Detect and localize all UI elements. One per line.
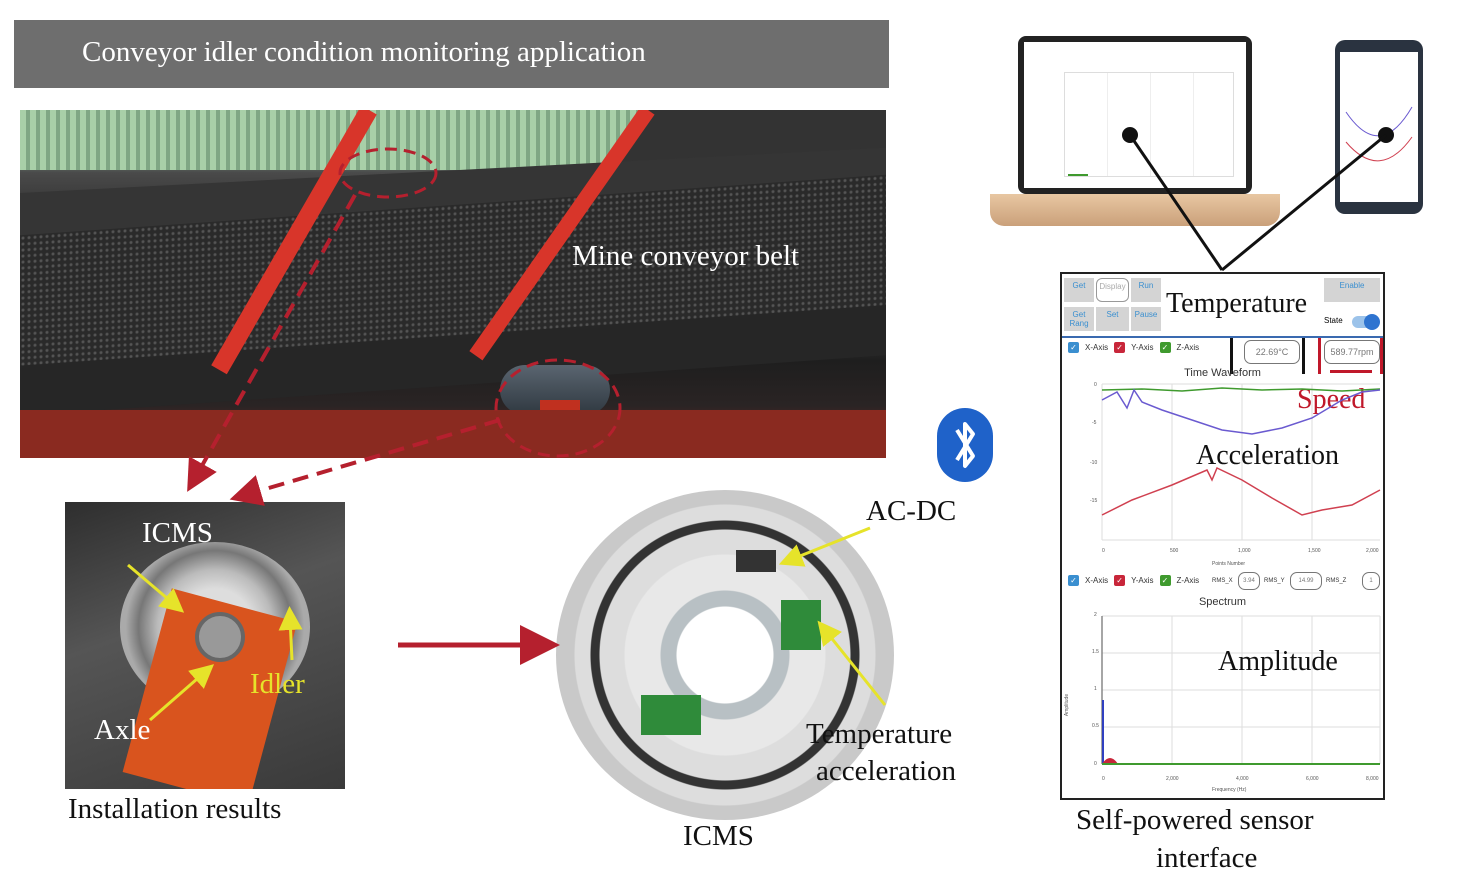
pause-button[interactable]: Pause bbox=[1131, 307, 1161, 331]
set-button[interactable]: Set bbox=[1096, 307, 1129, 331]
state-toggle[interactable] bbox=[1352, 314, 1380, 330]
spec-ytick: 0 bbox=[1094, 761, 1097, 767]
speed-value: 589.77rpm bbox=[1324, 340, 1380, 364]
acdc-label: AC-DC bbox=[866, 495, 957, 527]
spec-xtick: 4,000 bbox=[1236, 776, 1249, 782]
spec-ytick: 0.5 bbox=[1092, 723, 1099, 729]
temperature-overlay-label: Temperature bbox=[1166, 288, 1308, 319]
time-ytick: -15 bbox=[1090, 498, 1098, 504]
x-axis-series bbox=[1101, 388, 1381, 435]
spectrum-chart bbox=[1101, 615, 1381, 765]
laptop-illustration bbox=[1018, 36, 1252, 194]
spec-xtick: 8,000 bbox=[1366, 776, 1379, 782]
x-axis-label: X-Axis bbox=[1085, 576, 1109, 585]
installation-caption: Installation results bbox=[68, 793, 282, 825]
z-axis-checkbox[interactable]: ✓ bbox=[1159, 342, 1171, 353]
temp-accel-label-2: acceleration bbox=[816, 755, 957, 787]
time-xtick: 500 bbox=[1170, 548, 1179, 554]
z-axis-label: Z-Axis bbox=[1176, 576, 1200, 585]
time-xlabel: Points Number bbox=[1212, 561, 1246, 567]
acceleration-overlay-label: Acceleration bbox=[1196, 440, 1340, 471]
idler-label: Idler bbox=[250, 668, 305, 700]
time-ytick: -10 bbox=[1090, 460, 1098, 466]
rms-y-value: 14.99 bbox=[1290, 572, 1322, 590]
bluetooth-icon bbox=[937, 408, 993, 482]
y-axis-series bbox=[1101, 466, 1381, 516]
spec-xlabel: Frequency (Hz) bbox=[1212, 787, 1247, 793]
z-axis-label: Z-Axis bbox=[1176, 343, 1200, 352]
icms-label-install: ICMS bbox=[142, 517, 213, 549]
y-axis-label: Y-Axis bbox=[1131, 343, 1154, 352]
time-ytick: 0 bbox=[1094, 382, 1097, 388]
z-axis-checkbox-2[interactable]: ✓ bbox=[1159, 575, 1171, 586]
x-axis-checkbox-2[interactable]: ✓ bbox=[1068, 575, 1079, 586]
icms-caption: ICMS bbox=[683, 820, 754, 852]
rms-x-value: 3.94 bbox=[1238, 572, 1260, 590]
time-ytick: -5 bbox=[1092, 420, 1097, 426]
y-axis-checkbox[interactable]: ✓ bbox=[1114, 342, 1126, 353]
spectrum-title: Spectrum bbox=[1198, 596, 1247, 608]
y-axis-label: Y-Axis bbox=[1131, 576, 1154, 585]
figure-title: Conveyor idler condition monitoring appl… bbox=[14, 20, 889, 88]
get-button[interactable]: Get bbox=[1064, 278, 1094, 302]
time-waveform-chart bbox=[1101, 383, 1381, 541]
time-xtick: 1,500 bbox=[1308, 548, 1321, 554]
time-xtick: 2,000 bbox=[1366, 548, 1379, 554]
spec-ytick: 1 bbox=[1094, 686, 1097, 692]
spec-xtick: 0 bbox=[1102, 776, 1105, 782]
rms-z-value: 1 bbox=[1362, 572, 1380, 590]
spec-xtick: 2,000 bbox=[1166, 776, 1179, 782]
conveyor-belt-photo bbox=[20, 110, 886, 458]
time-xtick: 0 bbox=[1102, 548, 1105, 554]
enable-button[interactable]: Enable bbox=[1324, 278, 1380, 302]
spec-xtick: 6,000 bbox=[1306, 776, 1319, 782]
time-xtick: 1,000 bbox=[1238, 548, 1251, 554]
rms-x-label: RMS_X bbox=[1212, 578, 1233, 584]
sensor-interface-panel: Get Display Run Enable Get Rang Set Paus… bbox=[1060, 272, 1385, 800]
phone-illustration bbox=[1335, 40, 1423, 214]
time-waveform-title: Time Waveform bbox=[1184, 367, 1261, 379]
temp-accel-label-1: Temperature bbox=[806, 718, 953, 750]
interface-caption-1: Self-powered sensor bbox=[1076, 804, 1314, 836]
installation-photo bbox=[65, 502, 345, 789]
temperature-value: 22.69°C bbox=[1244, 340, 1300, 364]
x-axis-checkbox[interactable]: ✓ bbox=[1068, 342, 1079, 353]
spec-ytick: 2 bbox=[1094, 612, 1097, 618]
spec-ylabel: Amplitude bbox=[1064, 693, 1071, 717]
amplitude-overlay-label: Amplitude bbox=[1218, 646, 1338, 677]
z-axis-series bbox=[1101, 387, 1381, 392]
laptop-base bbox=[990, 194, 1280, 226]
axle-label: Axle bbox=[94, 714, 151, 746]
interface-caption-2: interface bbox=[1156, 842, 1258, 874]
spec-ytick: 1.5 bbox=[1092, 649, 1099, 655]
belt-label: Mine conveyor belt bbox=[572, 240, 800, 272]
display-button[interactable]: Display bbox=[1096, 278, 1129, 302]
get-range-button[interactable]: Get Rang bbox=[1064, 307, 1094, 331]
rms-z-label: RMS_Z bbox=[1326, 578, 1347, 584]
state-label: State bbox=[1324, 316, 1343, 325]
rms-y-label: RMS_Y bbox=[1264, 578, 1285, 584]
y-axis-checkbox-2[interactable]: ✓ bbox=[1114, 575, 1126, 586]
run-button[interactable]: Run bbox=[1131, 278, 1161, 302]
x-axis-label: X-Axis bbox=[1085, 343, 1109, 352]
y-spectrum bbox=[1102, 758, 1118, 764]
